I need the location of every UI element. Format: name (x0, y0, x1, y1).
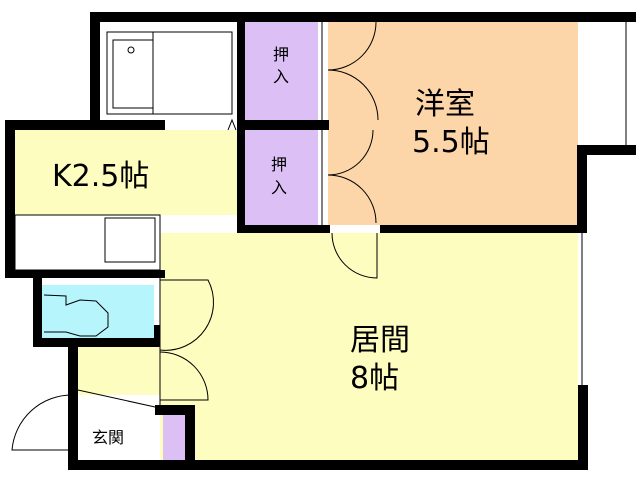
living-fill (160, 233, 578, 460)
closet-upper-fill (245, 22, 318, 120)
closet-upper-label-1: 押 (273, 45, 289, 64)
closet-upper-label-2: 入 (273, 67, 289, 86)
kitchen-fill (15, 130, 237, 215)
entrance-label: 玄関 (92, 428, 124, 447)
living-size: 8帖 (350, 361, 399, 396)
hall-fill (78, 345, 160, 395)
bathroom-area (100, 22, 237, 122)
drain-icon (127, 46, 135, 54)
western-room-fill (328, 22, 578, 225)
closet-lower-label-1: 押 (271, 155, 287, 174)
doors (11, 21, 379, 451)
storage-small (163, 415, 185, 460)
living-name: 居間 (350, 323, 410, 358)
sink (104, 217, 156, 263)
bathtub (106, 31, 233, 115)
western-room-size: 5.5帖 (412, 125, 490, 160)
kitchen-label: K2.5帖 (52, 159, 149, 194)
closet-lower-label-2: 入 (271, 178, 287, 197)
closet-lower-fill (245, 130, 318, 225)
entrance-fill (78, 395, 155, 460)
western-room-name: 洋室 (415, 87, 475, 122)
toilet-bowl-icon (43, 294, 109, 337)
toilet-fill (42, 285, 154, 338)
walls (5, 12, 636, 470)
